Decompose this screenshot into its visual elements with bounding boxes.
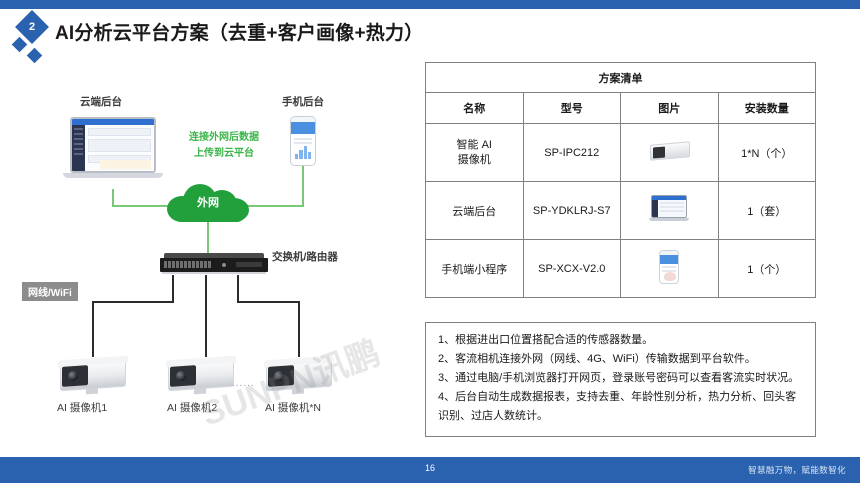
wire-down-cam1	[92, 301, 94, 357]
laptop-screen	[70, 117, 156, 173]
green-annotation-line2: 上传到云平台	[194, 148, 254, 159]
wire-switch-down-1	[172, 275, 174, 302]
wire-branch-left	[92, 301, 174, 303]
cell-quantity: 1（套）	[717, 181, 816, 240]
wire-switch-down-3	[237, 275, 239, 302]
spec-table-panel: 方案清单 名称 型号 图片 安装数量 智能 AI 摄像机 SP-IPC212	[425, 62, 816, 298]
cell-name-line1: 智能 AI	[456, 138, 492, 151]
column-header-name: 名称	[425, 92, 524, 124]
cell-name: 手机端小程序	[425, 239, 524, 298]
notes-box: 1、根据进出口位置搭配合适的传感器数量。 2、客流相机连接外网（网线、4G、Wi…	[425, 322, 816, 437]
footer-bar: 16 智慧融万物，赋能数智化	[0, 457, 860, 483]
green-link-phone-horizontal	[246, 205, 304, 207]
logo-number: 2	[28, 21, 36, 33]
camera-illustration-1	[52, 355, 132, 397]
camera-thumbnail-icon	[646, 140, 692, 162]
spec-table: 方案清单 名称 型号 图片 安装数量 智能 AI 摄像机 SP-IPC212	[425, 62, 816, 298]
table-row: 智能 AI 摄像机 SP-IPC212 1*N（个）	[425, 123, 816, 182]
cell-quantity: 1*N（个）	[717, 123, 816, 182]
cell-model: SP-YDKLRJ-S7	[522, 181, 621, 240]
wire-switch-down-2	[205, 275, 207, 357]
slide-number-logo: 2	[10, 10, 56, 64]
note-item-2: 2、客流相机连接外网（网线、4G、WiFi）传输数据到平台软件。	[438, 353, 756, 365]
phone-thumbnail-icon	[659, 250, 680, 284]
spec-table-header-row: 名称 型号 图片 安装数量	[425, 92, 816, 124]
table-row: 云端后台 SP-YDKLRJ-S7	[425, 181, 816, 240]
logo-diamond-small-1	[11, 36, 28, 53]
camera-illustration-2	[160, 355, 240, 397]
phone-server-label: 手机后台	[282, 96, 324, 108]
cloud-server-label: 云端后台	[80, 96, 122, 108]
laptop-app-titlebar	[72, 119, 154, 125]
laptop-illustration	[63, 117, 163, 189]
laptop-base	[63, 173, 163, 178]
camera-illustration-n	[258, 355, 338, 397]
cell-model: SP-XCX-V2.0	[522, 239, 621, 298]
internet-cloud-icon: 外网	[167, 182, 249, 222]
footer-tagline: 智慧融万物，赋能数智化	[748, 465, 846, 475]
column-header-quantity: 安装数量	[717, 92, 816, 124]
green-annotation-line1: 连接外网后数据	[189, 132, 259, 143]
camera-label-1: AI 摄像机1	[57, 402, 108, 414]
page-number: 16	[424, 463, 435, 473]
wire-branch-right	[237, 301, 299, 303]
phone-statusbar	[291, 117, 315, 122]
green-link-laptop-vertical	[112, 189, 114, 207]
link-type-tag: 网线/WiFi	[22, 282, 78, 301]
phone-bar-chart	[293, 146, 313, 159]
cell-quantity: 1（个）	[717, 239, 816, 298]
laptop-content-row	[88, 139, 151, 152]
note-item-1: 1、根据进出口位置搭配合适的传感器数量。	[438, 334, 654, 346]
switch-router-label: 交换机/路由器	[272, 251, 338, 263]
cell-image-laptop	[620, 181, 719, 240]
switch-router-illustration	[160, 253, 268, 275]
wire-down-camN	[298, 301, 300, 357]
cell-image-phone	[620, 239, 719, 298]
green-annotation: 连接外网后数据 上传到云平台	[168, 130, 280, 162]
table-row: 手机端小程序 SP-XCX-V2.0 1（个）	[425, 239, 816, 298]
laptop-content-row	[88, 128, 151, 136]
column-header-image: 图片	[620, 92, 719, 124]
laptop-chart-strip	[100, 160, 151, 169]
phone-illustration	[290, 116, 316, 166]
cell-name: 云端后台	[425, 181, 524, 240]
spec-table-title: 方案清单	[425, 62, 816, 93]
phone-content-line	[294, 138, 312, 140]
camera-label-n: AI 摄像机*N	[265, 402, 322, 414]
note-item-4: 4、后台自动生成数据报表，支持去重、年龄性别分析，热力分析、回头客识别、过店人数…	[438, 391, 797, 422]
spec-table-title-row: 方案清单	[425, 62, 816, 93]
green-link-laptop-horizontal	[112, 205, 170, 207]
phone-content-line	[294, 142, 312, 144]
network-topology-diagram: 云端后台 手机后台	[0, 60, 420, 450]
cell-name-line2: 摄像机	[457, 153, 491, 166]
cell-image-camera	[620, 123, 719, 182]
cell-name: 智能 AI 摄像机	[425, 123, 524, 182]
internet-cloud-label: 外网	[197, 197, 219, 209]
page-title: AI分析云平台方案（去重+客户画像+热力）	[55, 23, 424, 44]
note-item-3: 3、通过电脑/手机浏览器打开网页，登录账号密码可以查看客流实时状况。	[438, 372, 800, 384]
column-header-model: 型号	[522, 92, 621, 124]
phone-app-content	[291, 134, 315, 161]
top-accent-bar	[0, 0, 860, 9]
switch-ports	[164, 261, 211, 268]
phone-app-header	[291, 122, 315, 134]
camera-label-2: AI 摄像机2	[167, 402, 218, 414]
green-link-cloud-switch	[207, 220, 209, 255]
camera-ellipsis: ......	[232, 378, 255, 389]
green-link-phone-vertical	[302, 166, 304, 207]
laptop-app-sidebar	[72, 125, 85, 171]
footer-divider	[0, 455, 860, 457]
laptop-app-content	[85, 125, 154, 171]
laptop-thumbnail-icon	[649, 195, 690, 223]
cell-model: SP-IPC212	[522, 123, 621, 182]
